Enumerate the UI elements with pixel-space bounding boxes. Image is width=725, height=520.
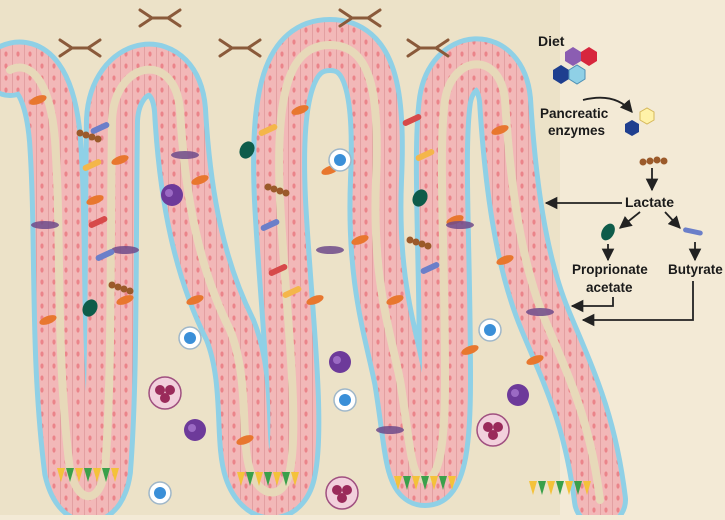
bacterium-icon <box>419 241 426 248</box>
bacterium-icon <box>109 282 116 289</box>
label-pancreatic: Pancreatic <box>540 106 609 121</box>
bacterium-icon <box>115 284 122 291</box>
label-lactate: Lactate <box>625 194 674 210</box>
goblet-cell <box>446 221 474 229</box>
bacterium-icon <box>407 237 414 244</box>
bacterium-icon <box>95 136 102 143</box>
bacterium-icon <box>425 243 432 250</box>
bacterium-icon <box>83 132 90 139</box>
immune-cell-icon <box>479 319 501 341</box>
label-butyrate: Butyrate <box>668 262 723 277</box>
bacterium-icon <box>283 190 290 197</box>
bacterium-icon <box>265 184 272 191</box>
immune-cell-icon <box>334 389 356 411</box>
goblet-cell <box>111 246 139 254</box>
bacterium-icon <box>413 239 420 246</box>
goblet-cell <box>171 151 199 159</box>
immune-cell-icon <box>329 149 351 171</box>
label-acetate: acetate <box>586 280 633 295</box>
goblet-cell <box>316 246 344 254</box>
bacterium-icon <box>127 288 134 295</box>
bacterium-icon <box>277 188 284 195</box>
immune-cell-icon <box>329 351 351 373</box>
immune-cell-icon <box>184 419 206 441</box>
bacterium-icon <box>121 286 128 293</box>
bacterium-icon <box>77 130 84 137</box>
label-proprionate: Proprionate <box>572 262 648 277</box>
immune-cell-icon <box>477 414 509 446</box>
label-enzymes: enzymes <box>548 123 605 138</box>
immune-cell-icon <box>149 377 181 409</box>
goblet-cell <box>526 308 554 316</box>
bacterium-icon <box>271 186 278 193</box>
bacterium-icon <box>89 134 96 141</box>
immune-cell-icon <box>326 477 358 509</box>
goblet-cell <box>31 221 59 229</box>
immune-cell-icon <box>179 327 201 349</box>
immune-cell-icon <box>507 384 529 406</box>
immune-cell-icon <box>161 184 183 206</box>
goblet-cell <box>376 426 404 434</box>
immune-cell-icon <box>149 482 171 504</box>
label-diet: Diet <box>538 33 565 49</box>
